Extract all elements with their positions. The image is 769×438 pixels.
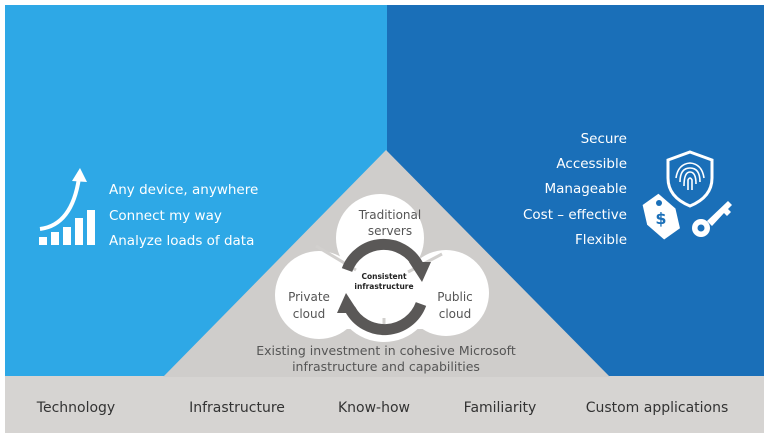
left-item-1: Any device, anywhere	[109, 182, 258, 198]
public-cloud-line-1: Public	[437, 290, 473, 304]
investment-line-1: Existing investment in cohesive Microsof…	[256, 343, 516, 358]
bottom-item-familiarity: Familiarity	[464, 400, 537, 416]
bottom-item-infrastructure: Infrastructure	[189, 400, 285, 416]
price-tag-icon: $	[642, 193, 680, 240]
fingerprint-shield-icon	[666, 150, 714, 208]
bottom-bar	[5, 376, 764, 433]
bottom-item-custom-applications: Custom applications	[586, 400, 729, 416]
right-item-4: Cost – effective	[523, 207, 627, 223]
core-line-1: Consistent	[361, 272, 407, 281]
core-line-2: infrastructure	[354, 282, 413, 291]
key-icon	[692, 201, 732, 237]
right-item-5: Flexible	[575, 232, 627, 248]
svg-text:$: $	[655, 209, 666, 228]
traditional-servers-line-1: Traditional	[358, 208, 421, 222]
left-item-2: Connect my way	[109, 208, 222, 224]
right-item-2: Accessible	[556, 156, 627, 172]
cycle-arrows-icon	[337, 238, 431, 336]
private-cloud-line-1: Private	[288, 290, 330, 304]
bottom-item-know-how: Know-how	[338, 400, 410, 416]
public-cloud-line-2: cloud	[439, 307, 472, 321]
investment-line-2: infrastructure and capabilities	[292, 359, 480, 374]
traditional-servers-line-2: servers	[368, 224, 412, 238]
right-item-1: Secure	[581, 131, 627, 147]
private-cloud-line-2: cloud	[293, 307, 326, 321]
bottom-item-technology: Technology	[36, 400, 115, 416]
growth-chart-icon	[39, 168, 95, 245]
right-item-3: Manageable	[544, 181, 627, 197]
left-item-3: Analyze loads of data	[109, 233, 254, 249]
